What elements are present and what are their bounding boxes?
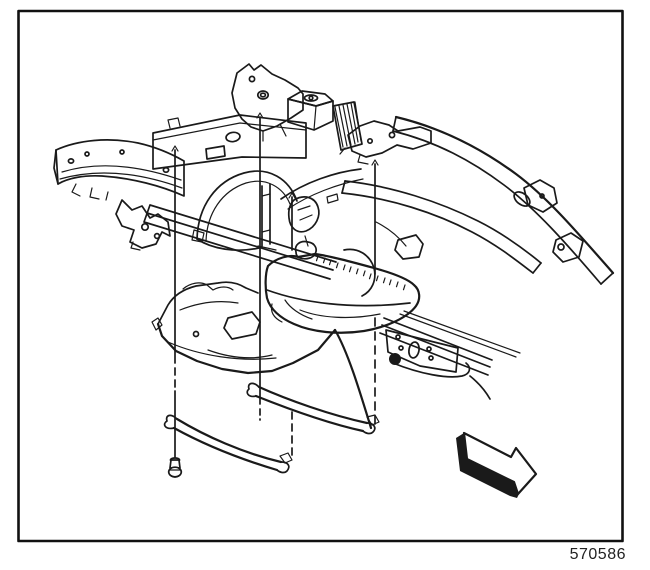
left-frame-rail (53, 139, 185, 201)
fuel-tank (264, 240, 421, 334)
body-mount-block (287, 90, 334, 131)
right-mount-bracket (339, 120, 432, 165)
tank-strap-rear (246, 382, 380, 435)
right-frame-rail (341, 115, 615, 285)
tank-strap-front (163, 414, 293, 474)
strap-bolt (167, 457, 183, 478)
left-lower-bracket (115, 199, 171, 251)
spare-well-and-pump (196, 168, 407, 297)
direction-arrow-icon (456, 431, 538, 498)
figure-border (17, 9, 624, 543)
lower-right-rail (379, 310, 521, 400)
tank-support-bracket (231, 63, 304, 142)
figure-number: 570586 (569, 546, 626, 563)
strap-bolt-lines (171, 112, 379, 459)
hatched-mount-wedge (332, 101, 363, 151)
